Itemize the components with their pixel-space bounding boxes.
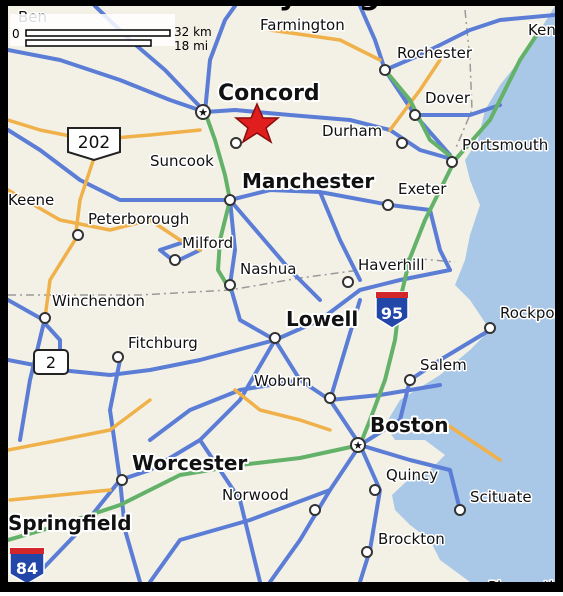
city-label-brockton: Brockton	[378, 530, 445, 548]
svg-text:★: ★	[353, 439, 363, 452]
scale-zero-label: 0	[12, 27, 20, 41]
i95-label: 95	[381, 304, 403, 323]
city-label-worcester: Worcester	[132, 451, 247, 475]
svg-text:★: ★	[198, 106, 208, 119]
city-label-fitchburg: Fitchburg	[128, 334, 198, 352]
city-label-keene: Keene	[8, 191, 54, 209]
city-label-boston: Boston	[370, 413, 448, 437]
city-label-rockport: Rockport	[500, 304, 563, 322]
interstates	[8, 28, 542, 542]
city-label-quincy: Quincy	[386, 466, 438, 484]
us-202-shield: 202	[67, 127, 121, 162]
city-label-plymouth: Plymouth	[488, 578, 559, 592]
route-2-shield: 2	[33, 349, 69, 375]
scale-mi-label: 18 mi	[174, 39, 208, 53]
city-label-salem: Salem	[420, 356, 467, 374]
page-title-fragment: City Maga	[232, 0, 400, 12]
city-points	[39, 64, 496, 558]
city-label-suncook: Suncook	[150, 152, 214, 170]
city-label-haverhill: Haverhill	[358, 256, 425, 274]
city-label-woburn: Woburn	[254, 372, 312, 390]
scale-bar: 0 32 km 18 mi	[10, 14, 212, 53]
city-label-milford: Milford	[182, 234, 233, 252]
minor-roads	[8, 6, 555, 582]
city-label-winchendon: Winchendon	[52, 292, 145, 310]
scale-km-label: 32 km	[174, 25, 212, 39]
i84-label: 84	[16, 559, 38, 578]
i95-shield: 95	[375, 291, 409, 329]
state-boundary-nh-me	[454, 9, 473, 151]
city-label-durham: Durham	[322, 122, 382, 140]
city-label-nashua: Nashua	[240, 260, 296, 278]
ocean	[385, 6, 555, 582]
i84-shield: 84	[9, 547, 45, 582]
city-label-farmington: Farmington	[260, 16, 345, 34]
city-label-portsmouth: Portsmouth	[462, 136, 548, 154]
city-label-peterborough: Peterborough	[88, 210, 189, 228]
capital-markers: ★ ★	[195, 104, 366, 453]
us-202-label: 202	[78, 133, 110, 153]
city-label-exeter: Exeter	[398, 180, 447, 198]
city-label-lowell: Lowell	[286, 307, 358, 331]
city-label-manchester: Manchester	[242, 169, 374, 193]
city-label-dover: Dover	[425, 89, 471, 107]
star-marker[interactable]	[233, 102, 281, 144]
city-label-ken: Ken	[528, 21, 556, 39]
city-label-springfield: Springfield	[8, 511, 132, 535]
city-label-norwood: Norwood	[222, 486, 289, 504]
city-label-scituate: Scituate	[470, 488, 532, 506]
city-label-concord: Concord	[218, 81, 320, 106]
route-2-label: 2	[46, 353, 56, 372]
city-label-rochester: Rochester	[397, 44, 473, 62]
